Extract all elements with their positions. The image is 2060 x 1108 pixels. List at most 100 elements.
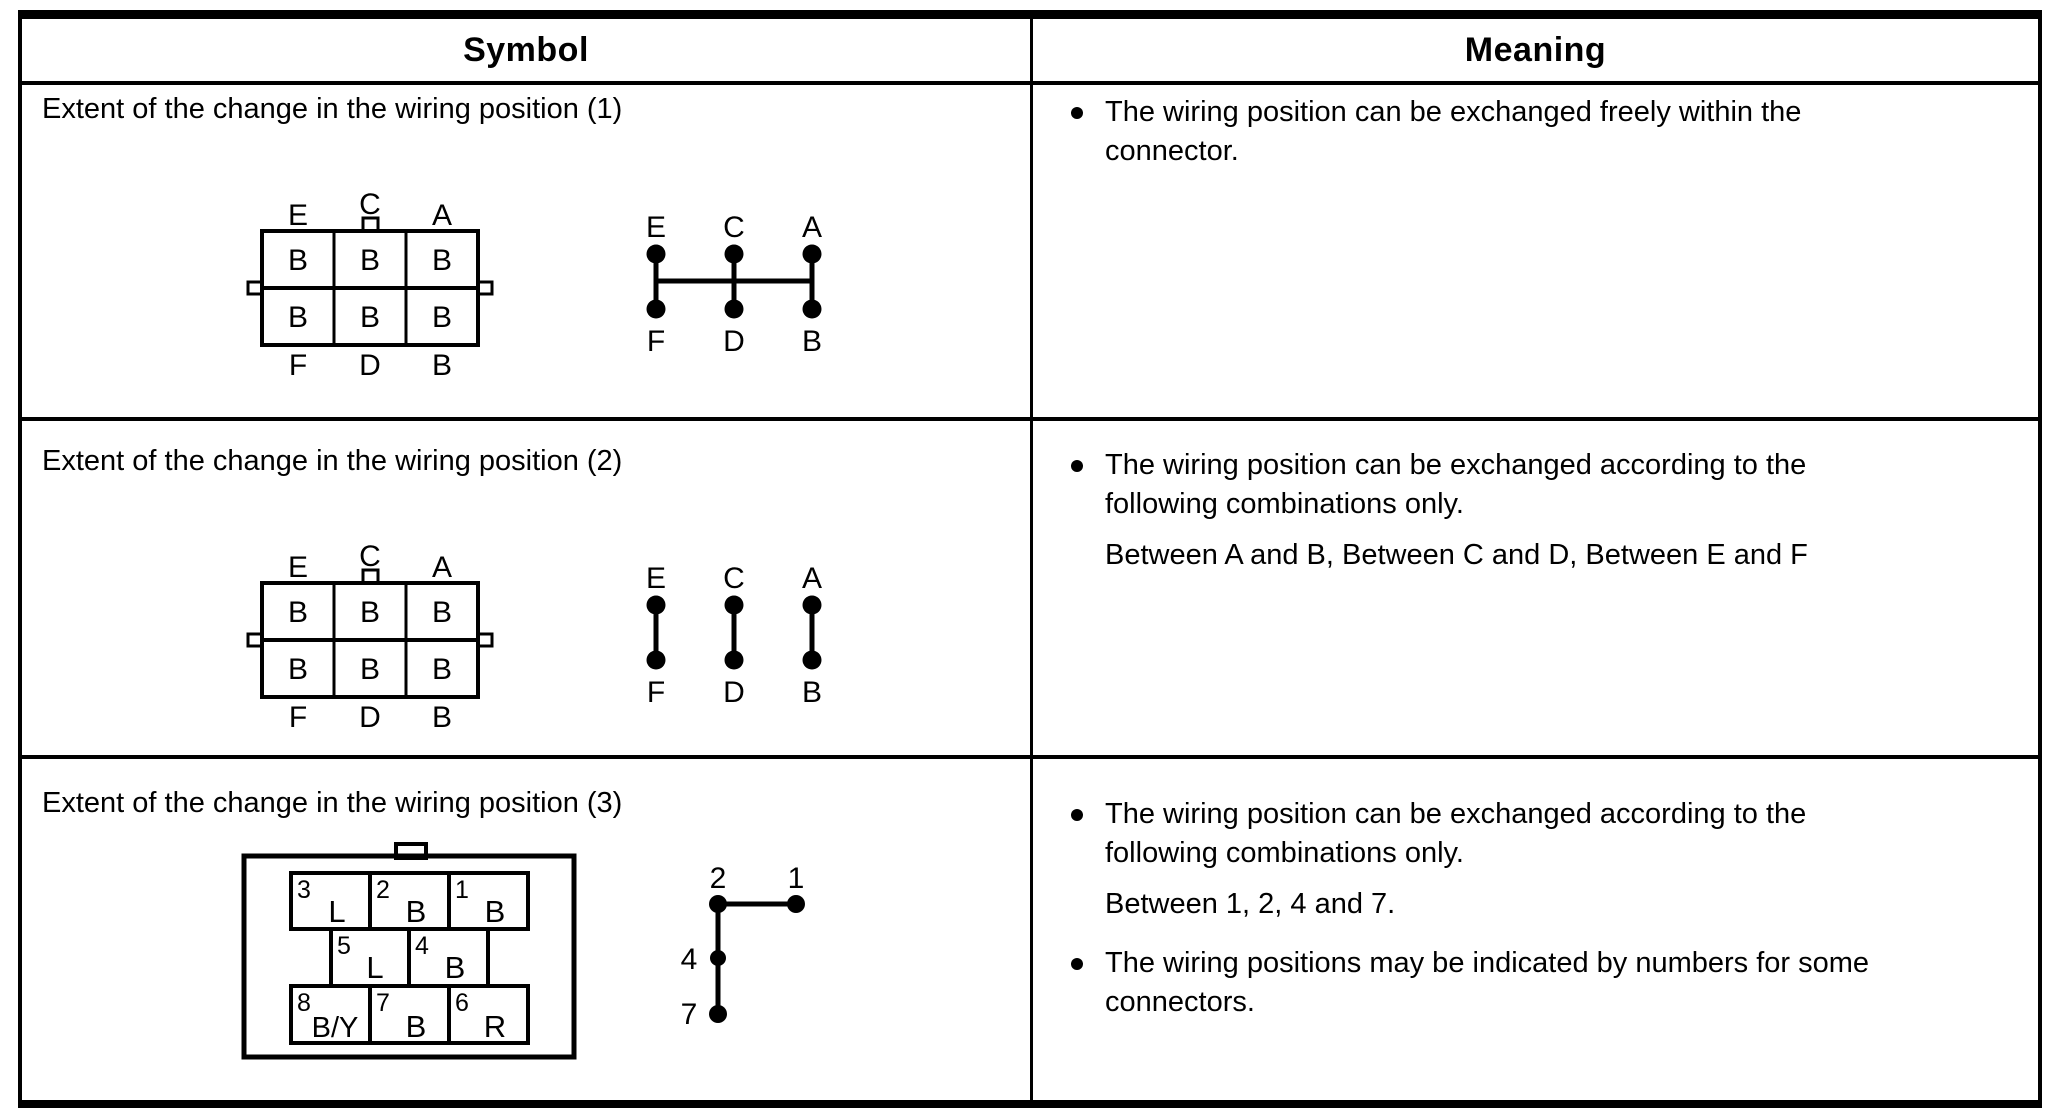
meaning-cell-3: The wiring position can be exchanged acc… (1033, 759, 2038, 1100)
bullet-icon (1071, 93, 1105, 171)
pin-label: B (432, 349, 452, 382)
symbol-meaning-table: Symbol Meaning Extent of the change in t… (18, 10, 2042, 1108)
pin-label: A (802, 211, 822, 244)
connector-side-tab-right-icon (476, 632, 494, 648)
pin-label: E (288, 199, 308, 232)
pin-number: 4 (681, 943, 698, 976)
symbol-cell-3: Extent of the change in the wiring posit… (22, 759, 1033, 1100)
wiring-exchange-symbol-1: E C A F D B (646, 211, 822, 358)
pin-label: E (288, 551, 308, 584)
pin-number: 7 (376, 989, 390, 1017)
meaning-text: The wiring positions may be indicated by… (1105, 947, 1870, 1018)
bullet-icon (1071, 795, 1105, 873)
wiring-exchange-symbol-2: E C A F D B (646, 562, 822, 709)
wire-color-code: B (406, 1009, 427, 1044)
pin-label: D (359, 349, 381, 382)
row-title-1: Extent of the change in the wiring posit… (42, 93, 623, 125)
meaning-item: The wiring position can be exchanged fre… (1071, 93, 2018, 171)
pin-label: B (432, 701, 452, 734)
meaning-text: The wiring position can be exchanged acc… (1105, 449, 1807, 520)
symbol-cell-2: Extent of the change in the wiring posit… (22, 421, 1033, 755)
table-row-position-3: Extent of the change in the wiring posit… (22, 759, 2038, 1100)
meaning-subtext: Between A and B, Between C and D, Betwee… (1105, 539, 1808, 571)
meaning-text: The wiring position can be exchanged fre… (1105, 96, 1802, 167)
meaning-text: The wiring position can be exchanged acc… (1105, 798, 1807, 869)
pin-label: D (723, 676, 745, 709)
pin-label: E (646, 562, 666, 595)
wire-color-code: B (432, 244, 452, 277)
wire-color-code: B (432, 653, 452, 686)
meaning-header-cell: Meaning (1033, 19, 2038, 81)
table-row-position-2: Extent of the change in the wiring posit… (22, 421, 2038, 759)
connector-lock-tab-icon (361, 216, 380, 233)
wire-color-code: B (432, 301, 452, 334)
wire-color-code: B/Y (312, 1012, 359, 1044)
pin-label: C (359, 543, 381, 573)
wiring-exchange-symbol-3: 2 1 4 7 (681, 862, 805, 1031)
pin-number: 8 (297, 989, 311, 1017)
pin-label: F (647, 325, 665, 358)
pin-number: 5 (337, 932, 351, 960)
meaning-cell-1: The wiring position can be exchanged fre… (1033, 85, 2038, 417)
pin-label: B (802, 325, 822, 358)
connector-lock-tab-icon (394, 842, 428, 860)
pin-number: 3 (297, 876, 311, 904)
wire-color-code: B (360, 244, 380, 277)
table-header-row: Symbol Meaning (22, 19, 2038, 85)
pin-number: 2 (376, 876, 390, 904)
connector-diagram-3: 3 L 2 B 1 B 5 L 4 B 8 B/Y 7 B 6 R (241, 842, 577, 1060)
meaning-cell-2: The wiring position can be exchanged acc… (1033, 421, 2038, 755)
pin-label: A (802, 562, 822, 595)
wire-color-code: B (288, 244, 308, 277)
wire-color-code: B (445, 950, 466, 985)
wire-color-code: B (360, 596, 380, 629)
meaning-column-header: Meaning (1464, 30, 1607, 69)
symbol-cell-1: Extent of the change in the wiring posit… (22, 85, 1033, 417)
connector-side-tab-left-icon (246, 632, 264, 648)
pin-label: D (723, 325, 745, 358)
symbol-header-cell: Symbol (22, 19, 1033, 81)
wire-color-code: B (288, 301, 308, 334)
pin-label: A (432, 551, 452, 584)
pin-label: C (723, 562, 745, 595)
pin-number: 7 (681, 998, 698, 1031)
connector-lock-tab-icon (361, 568, 380, 585)
pin-label: D (359, 701, 381, 734)
wire-color-code: B (432, 596, 452, 629)
wire-color-code: B (406, 894, 427, 929)
pin-number: 4 (415, 932, 429, 960)
connector-diagram-2: E C A B B B B B B F D B (246, 543, 494, 734)
pin-number: 6 (455, 989, 469, 1017)
pin-number: 2 (710, 862, 727, 895)
pin-label: C (723, 211, 745, 244)
connector-side-tab-right-icon (476, 280, 494, 296)
meaning-item: The wiring position can be exchanged acc… (1071, 446, 2018, 524)
meaning-subtext: Between 1, 2, 4 and 7. (1105, 888, 1396, 920)
connector-side-tab-left-icon (246, 280, 264, 296)
wire-color-code: B (288, 653, 308, 686)
cavity-6 (447, 984, 530, 1045)
wire-color-code: B (485, 894, 506, 929)
wire-color-code: L (328, 894, 345, 929)
connector-diagram-1: E C A B B B B B B F D B (246, 191, 494, 382)
pin-label: B (802, 676, 822, 709)
pin-label: E (646, 211, 666, 244)
wire-color-code: B (360, 301, 380, 334)
pin-label: F (289, 701, 307, 734)
row-title-2: Extent of the change in the wiring posit… (42, 445, 623, 477)
table-row-position-1: Extent of the change in the wiring posit… (22, 85, 2038, 421)
wire-color-code: B (360, 653, 380, 686)
pin-label: F (289, 349, 307, 382)
pin-label: A (432, 199, 452, 232)
bullet-icon (1071, 944, 1105, 1022)
pin-label: F (647, 676, 665, 709)
pin-label: C (359, 191, 381, 221)
wire-color-code: L (366, 950, 383, 985)
pin-number: 1 (788, 862, 805, 895)
symbol-column-header: Symbol (463, 30, 589, 69)
bullet-icon (1071, 446, 1105, 524)
wire-color-code: R (484, 1009, 506, 1044)
meaning-item: The wiring position can be exchanged acc… (1071, 795, 2018, 873)
meaning-item: The wiring positions may be indicated by… (1071, 944, 2018, 1022)
wire-color-code: B (288, 596, 308, 629)
